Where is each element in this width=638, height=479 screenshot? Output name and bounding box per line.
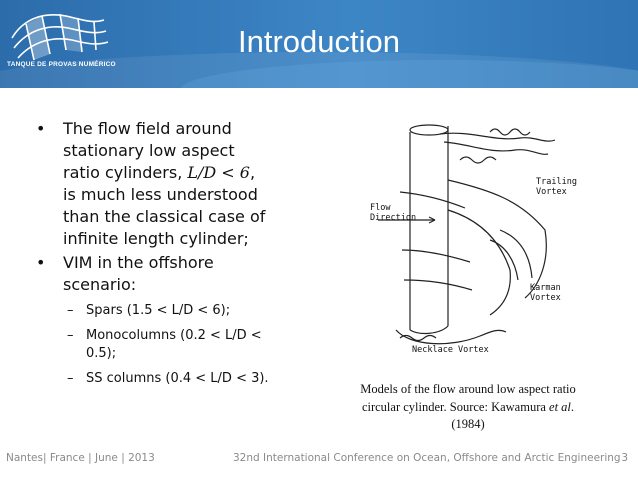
bullet-flow-field: • The flow field around stationary low a… [36,118,326,250]
caption-line: (1984) [451,417,485,431]
math-expression: L/D < 6 [187,163,250,182]
dash-icon: – [67,303,74,318]
bullet-text: ratio cylinders, [63,163,188,182]
flow-arrow-head [428,216,436,224]
bullet-list: • The flow field around stationary low a… [36,118,326,388]
footer-conference: 32nd International Conference on Ocean, … [233,452,621,464]
caption-text: . [570,399,575,414]
trailing-vortex-label: Trailing [536,177,577,187]
bullet-line: VIM in the offshore [63,253,214,272]
header-wave [0,52,638,88]
footer-location: Nantes| France | June | 2013 [6,452,155,464]
wake-sheet-outline [447,179,547,299]
dash-icon: – [67,327,74,343]
header-gradient [0,0,638,88]
flow-direction-label: Direction [370,213,416,223]
caption-text: circular cylinder. Source: Kawamura [361,399,550,414]
karman-vortex-label: Karman [530,283,561,293]
sub-bullet-monocolumns: – Monocolumns (0.2 < L/D < 0.5); [36,327,326,364]
bullet-line: ratio cylinders, L/D < 6, [63,162,326,184]
sub-bullet-spars: – Spars (1.5 < L/D < 6); [36,302,326,321]
necklace-vortex-curve [395,329,507,345]
logo-icon [11,13,109,61]
sub-bullet-ss-columns: – SS columns (0.4 < L/D < 3). [36,370,326,389]
wake-sheet-outline [447,209,511,316]
caption-italic: et al [549,399,571,414]
streamline [401,249,471,263]
bullet-dot-icon: • [36,253,46,272]
bullet-line: infinite length cylinder; [63,229,249,248]
flow-model-figure: Trailing Vortex Flow Direction Karman Vo… [370,124,577,355]
trailing-vortex-spiral [489,128,531,136]
figure-caption: Models of the flow around low aspect rat… [322,381,614,434]
necklace-vortex-label: Necklace Vortex [412,345,489,355]
trailing-vortex-curve [439,132,556,142]
caption-line: circular cylinder. Source: Kawamura et a… [322,399,614,417]
bullet-vim: • VIM in the offshore scenario: [36,252,326,296]
dash-icon: – [67,370,74,386]
cylinder-top [409,124,449,136]
cylinder-base [409,325,449,335]
streamline [399,191,466,209]
bullet-text: , [249,163,256,182]
bullet-dot-icon: • [36,119,46,138]
sub-bullet-line: Monocolumns (0.2 < L/D < [86,327,262,343]
sub-bullet-line: SS columns (0.4 < L/D < 3). [86,370,269,386]
streamline [403,279,473,291]
header-band: TANQUE DE PROVAS NUMÉRICO Introduction [0,0,638,88]
trailing-vortex-curve [443,141,549,155]
bullet-line: scenario: [63,275,137,294]
page-number: 3 [621,452,628,464]
caption-line: Models of the flow around low aspect rat… [360,382,576,396]
slide-title: Introduction [238,24,400,59]
trailing-vortex-spiral [459,156,497,164]
sub-bullet-line: Spars (1.5 < L/D < 6); [86,303,231,318]
logo-text: TANQUE DE PROVAS NUMÉRICO [7,61,116,68]
karman-vortex-line [499,229,533,279]
sub-bullet-line: 0.5); [86,346,117,361]
karman-vortex-label: Vortex [530,293,561,303]
bullet-line: stationary low aspect [63,141,235,160]
bullet-line: is much less understood [63,185,258,204]
trailing-vortex-label: Vortex [536,187,567,197]
flow-direction-label: Flow [370,203,391,213]
bullet-line: The flow field around [63,119,232,138]
necklace-vortex-spiral [399,334,437,342]
karman-vortex-line [489,239,519,281]
bullet-line: than the classical case of [63,207,266,226]
footer: Nantes| France | June | 2013 32nd Intern… [0,452,638,468]
